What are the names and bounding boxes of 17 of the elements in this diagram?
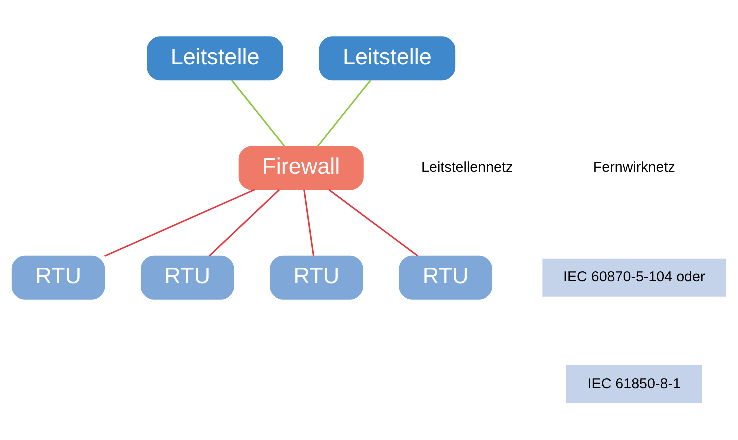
label: Leitstellennetz xyxy=(422,160,514,176)
node-box: RTU xyxy=(12,256,106,300)
node-box: RTU xyxy=(270,256,364,300)
node-box: Leitstelle xyxy=(147,36,284,81)
label: IEC 60870-5-104 oder xyxy=(563,270,706,286)
node-box: RTU xyxy=(141,256,234,300)
connector xyxy=(304,190,315,256)
node-box: Firewall xyxy=(238,146,364,190)
connector xyxy=(104,189,256,258)
connector xyxy=(231,80,286,148)
label: Fernwirknetz xyxy=(593,160,676,176)
node-box: Leitstelle xyxy=(319,36,456,81)
node-box: RTU xyxy=(399,256,492,300)
label: IEC 61850-8-1 xyxy=(588,376,681,392)
connector xyxy=(208,189,280,257)
connector xyxy=(317,80,372,148)
connector xyxy=(328,189,419,257)
